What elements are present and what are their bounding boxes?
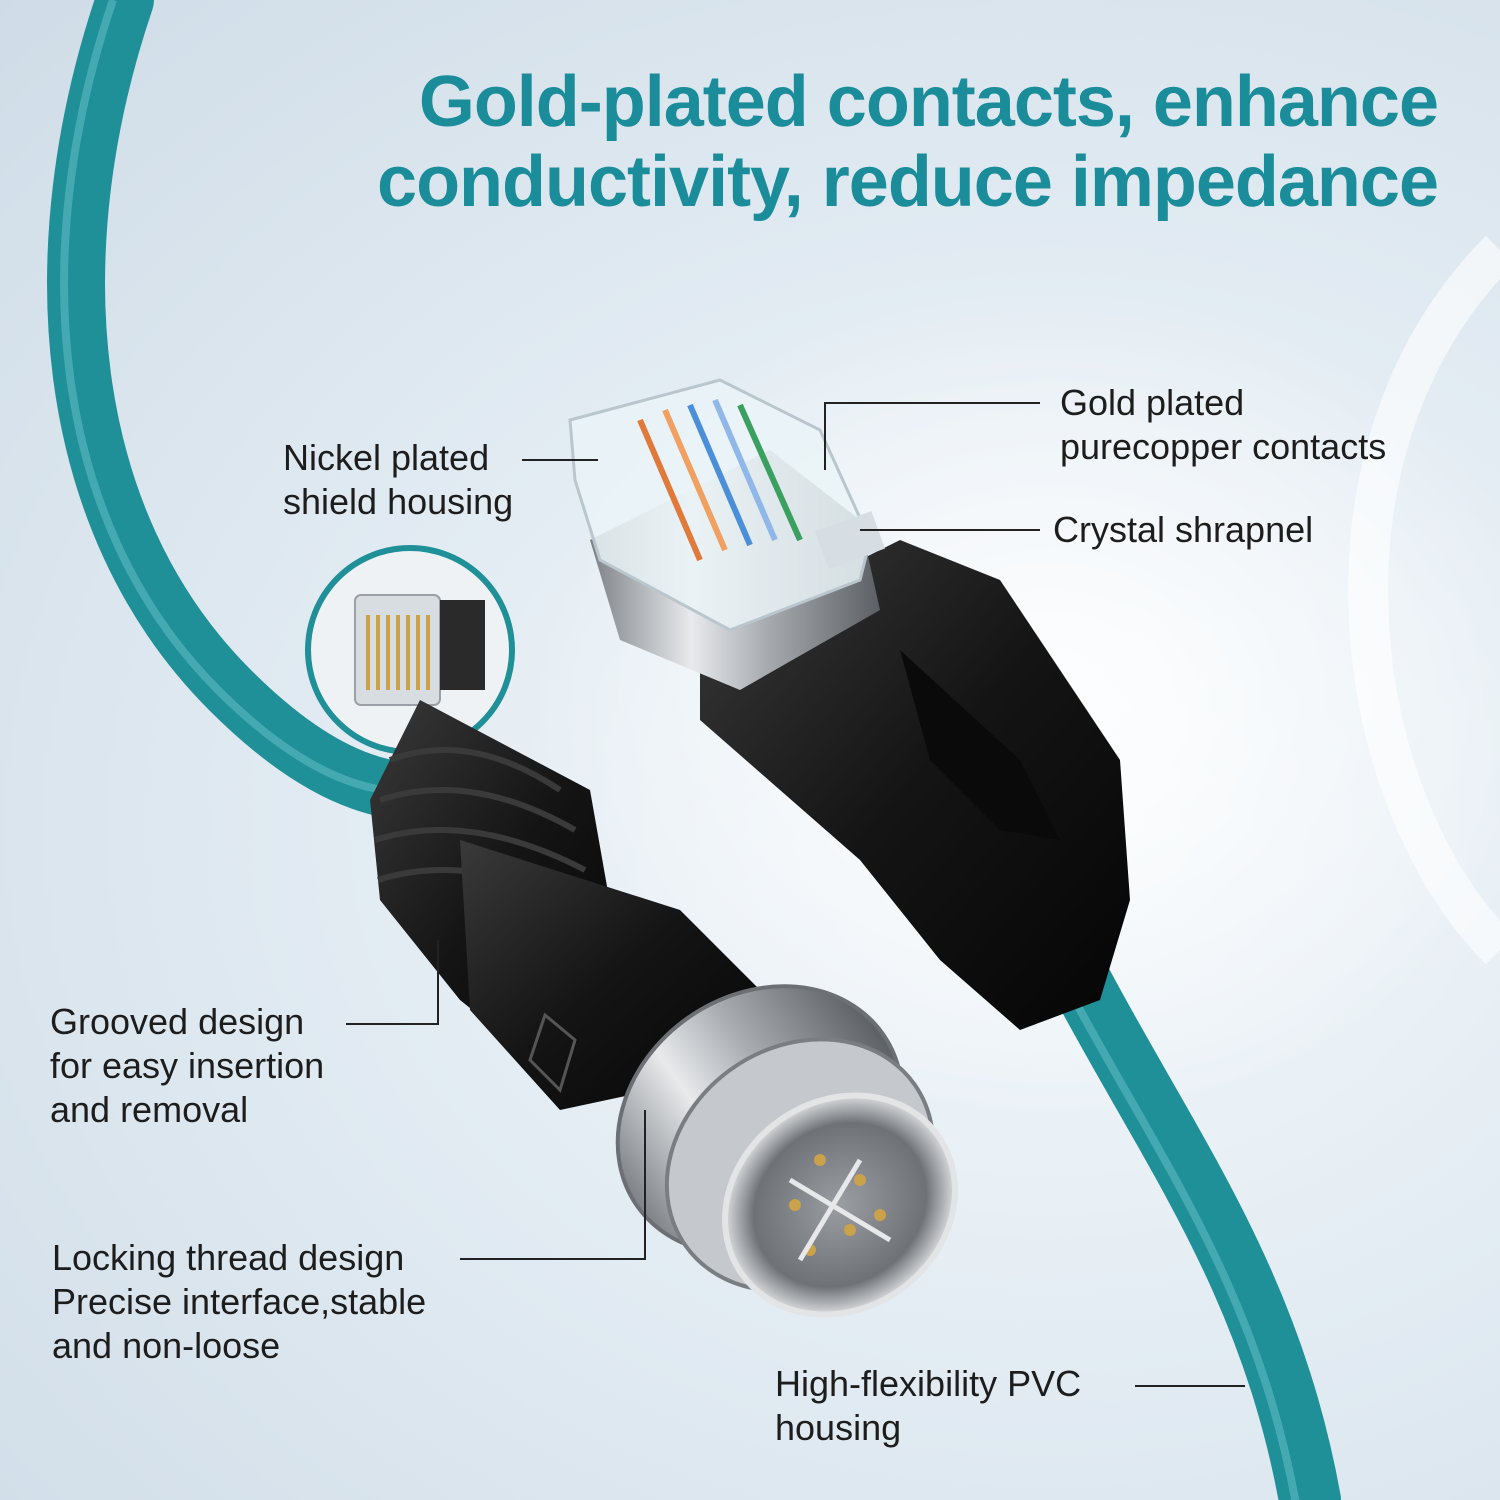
- rj45-boot: [700, 540, 1130, 1030]
- m12-x-divider: [788, 1158, 892, 1262]
- headline: Gold-plated contacts, enhance conductivi…: [377, 62, 1439, 222]
- m12-arrow-mark: [528, 1012, 577, 1093]
- rj45-latch: [814, 510, 886, 570]
- callout-grooved-line1: Grooved design: [50, 1001, 305, 1042]
- callout-pvc-line2: housing: [775, 1407, 902, 1448]
- rj45-plug: [568, 378, 1130, 1030]
- callout-pvc-line1: High-flexibility PVC: [775, 1363, 1082, 1404]
- cable-right-highlight: [1062, 982, 1300, 1500]
- headline-line1: Gold-plated contacts, enhance: [418, 62, 1439, 142]
- callout-locking: Locking thread design Precise interface,…: [52, 1236, 426, 1368]
- m12-connector: [370, 700, 958, 1318]
- headline-line2: conductivity, reduce impedance: [377, 142, 1439, 222]
- callout-grooved: Grooved design for easy insertion and re…: [50, 1000, 324, 1132]
- callout-nickel-line2: shield housing: [283, 481, 514, 522]
- callout-grooved-line2: for easy insertion: [50, 1045, 325, 1086]
- callout-pvc: High-flexibility PVC housing: [775, 1362, 1081, 1450]
- callout-grooved-line3: and removal: [50, 1089, 249, 1130]
- leader-grooved: [346, 940, 439, 1025]
- rj45-wires: [637, 398, 803, 562]
- cable-right-sweep: [1049, 949, 1341, 1500]
- leader-gold: [824, 402, 1040, 470]
- callout-gold: Gold plated purecopper contacts: [1060, 381, 1386, 469]
- callout-nickel: Nickel plated shield housing: [283, 436, 513, 524]
- callout-lines: [346, 402, 1245, 1387]
- detail-inset-rj45: [354, 594, 485, 706]
- callout-locking-line1: Locking thread design: [52, 1237, 405, 1278]
- callout-gold-line2: purecopper contacts: [1060, 426, 1387, 467]
- m12-face: [722, 1092, 958, 1318]
- cable-left-highlight: [60, 0, 459, 798]
- callout-nickel-line1: Nickel plated: [283, 437, 490, 478]
- callout-crystal-line1: Crystal shrapnel: [1053, 509, 1314, 550]
- callout-gold-line1: Gold plated: [1060, 382, 1245, 423]
- background-swirl: [1348, 235, 1500, 965]
- callout-locking-line2: Precise interface,stable: [52, 1281, 427, 1322]
- rj45-crystal-body: [568, 378, 872, 632]
- leader-locking: [460, 1110, 646, 1260]
- callout-crystal: Crystal shrapnel: [1053, 508, 1313, 552]
- callout-locking-line3: and non-loose: [52, 1325, 281, 1366]
- rj45-boot-groove: [900, 650, 1060, 840]
